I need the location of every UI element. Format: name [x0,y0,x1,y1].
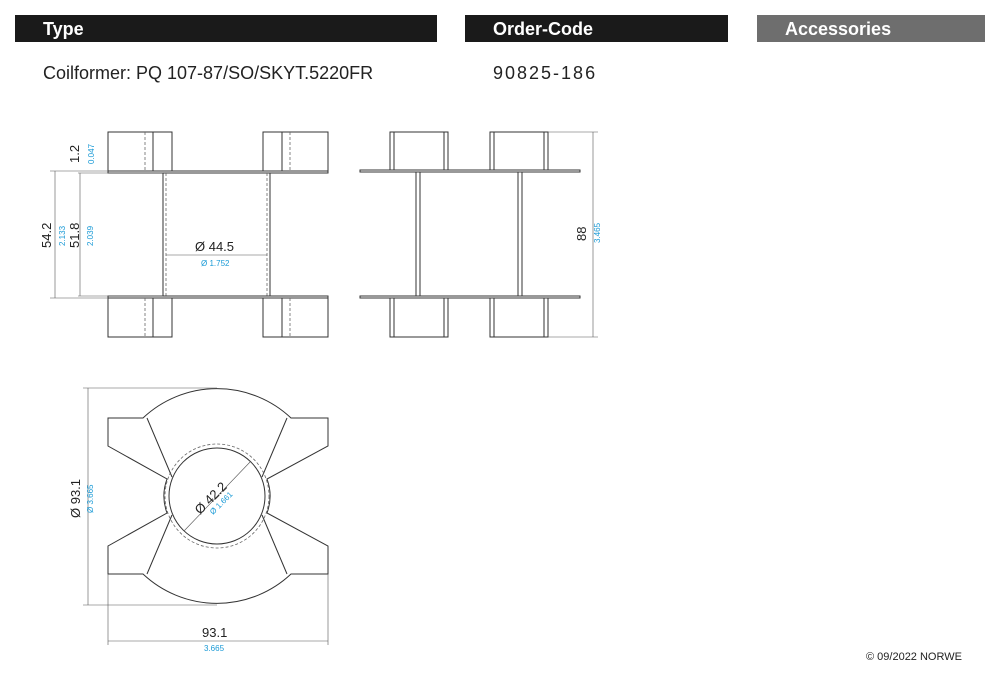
flange-thickness-mm: 1.2 [67,145,82,163]
type-header: Type [15,15,437,42]
total-height-mm: 88 [574,227,589,241]
tube-dia-mm: Ø 44.5 [195,239,234,254]
total-height-in: 3.465 [593,222,602,243]
order-code-header: Order-Code [465,15,728,42]
copyright: © 09/2022 NORWE [866,651,962,663]
accessories-header: Accessories [757,15,985,42]
type-value: Coilformer: PQ 107-87/SO/SKYT.5220FR [43,63,374,83]
inner-height-mm: 51.8 [67,223,82,248]
outer-height-in: 2.133 [58,225,67,246]
top-view: Ø 42.2 Ø 1.661 Ø 93.1 Ø 3.665 93.1 3.665 [68,387,329,653]
front-view: 1.2 0.047 54.2 2.133 51.8 2.039 Ø 44.5 Ø… [39,131,329,338]
side-view: 88 3.465 [359,131,602,338]
flange-dia-in: Ø 3.665 [86,484,95,513]
outer-height-mm: 54.2 [39,223,54,248]
inner-height-in: 2.039 [86,225,95,246]
width-mm: 93.1 [202,625,227,640]
flange-dia-mm: Ø 93.1 [68,479,83,518]
width-in: 3.665 [204,644,225,653]
flange-thickness-in: 0.047 [87,143,96,164]
order-code-value: 90825-186 [493,63,598,83]
tube-dia-in: Ø 1.752 [201,259,230,268]
